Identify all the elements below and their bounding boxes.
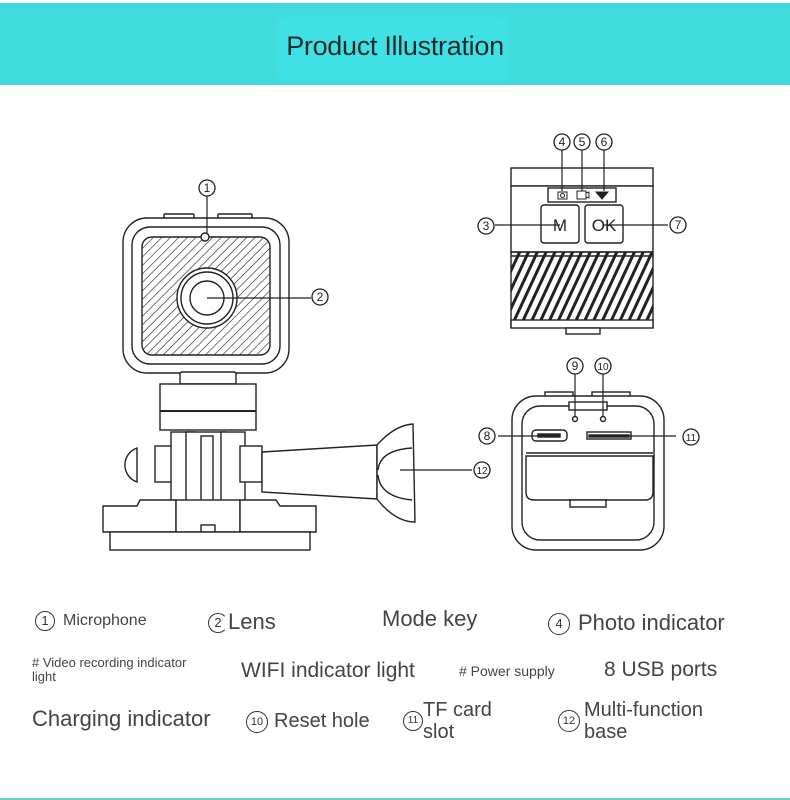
header-glow (278, 17, 508, 81)
svg-text:4: 4 (559, 135, 566, 149)
legend-label: TF card slot (423, 699, 492, 743)
svg-text:10: 10 (597, 362, 609, 373)
legend-number: 10 (246, 710, 268, 733)
back-leader-lines (498, 374, 676, 437)
legend-label: 8 USB ports (604, 658, 718, 681)
callout-11: 11 (682, 428, 700, 446)
indicator-icons (557, 190, 610, 200)
svg-text:1: 1 (204, 181, 211, 195)
legend-item-photo-indicator: 4 Photo indicator (548, 610, 725, 636)
callout-2: 2 (311, 288, 329, 306)
legend-label: Photo indicator (578, 610, 725, 635)
front-leader-lines (206, 196, 472, 471)
callout-3: 3 (477, 217, 495, 235)
callout-7: 7 (669, 216, 687, 234)
legend-number: 11 (403, 711, 423, 731)
svg-text:3: 3 (483, 219, 490, 233)
legend-number: 12 (558, 710, 580, 732)
svg-text:2: 2 (317, 290, 324, 304)
callout-1: 1 (198, 179, 216, 197)
svg-text:8: 8 (484, 429, 491, 443)
callout-8: 8 (478, 427, 496, 445)
back-view-camera (511, 391, 665, 551)
legend-label: Lens (228, 609, 276, 634)
svg-text:11: 11 (686, 433, 697, 444)
legend-number: 1 (35, 611, 55, 631)
svg-text:7: 7 (675, 218, 682, 232)
legend-label: WIFI indicator light (241, 659, 415, 682)
legend-label: Charging indicator (32, 706, 211, 731)
legend-item-mode-key: Mode key (382, 606, 477, 632)
legend-label: Multi-function base (584, 699, 703, 743)
legend-number: 4 (548, 613, 570, 636)
legend-label: Microphone (63, 612, 147, 630)
product-diagram: M OK 1 2 3 4 5 6 7 8 (102, 133, 700, 551)
svg-text:6: 6 (601, 135, 608, 149)
legend-number: 2 (208, 613, 228, 634)
legend-label: # Video recording indicator light (32, 655, 187, 684)
bottom-rule (0, 798, 790, 800)
legend-label: # Power supply (459, 663, 555, 679)
camera-icon (557, 191, 568, 200)
legend-item-usb-ports: 8 USB ports (604, 658, 717, 682)
callout-10: 10 (594, 357, 612, 375)
header-banner: Product Illustration (0, 3, 790, 85)
svg-text:12: 12 (476, 466, 488, 477)
legend-item-charging-indicator: Charging indicator (32, 706, 211, 732)
top-view-camera (510, 167, 654, 335)
legend-label: Reset hole (274, 710, 370, 732)
legend-label: Mode key (382, 606, 478, 631)
callout-6: 6 (595, 133, 613, 151)
wifi-icon (594, 191, 610, 200)
svg-text:5: 5 (579, 135, 586, 149)
page-title: Product Illustration (286, 31, 504, 61)
svg-text:9: 9 (572, 359, 579, 373)
callout-9: 9 (566, 357, 584, 375)
legend-item-video-indicator: # Video recording indicator light (32, 656, 212, 684)
callout-12: 12 (473, 461, 491, 479)
legend-item-reset-hole: 10 Reset hole (246, 710, 370, 733)
front-view-camera (122, 213, 290, 385)
top-leader-lines (495, 150, 668, 226)
legend-item-power-supply: # Power supply (459, 663, 555, 679)
legend-item-wifi-indicator: WIFI indicator light (241, 659, 415, 683)
callout-5: 5 (573, 133, 591, 151)
front-view-mount (102, 383, 416, 551)
legend-item-microphone: 1 Microphone (35, 611, 147, 631)
callout-4: 4 (553, 133, 571, 151)
